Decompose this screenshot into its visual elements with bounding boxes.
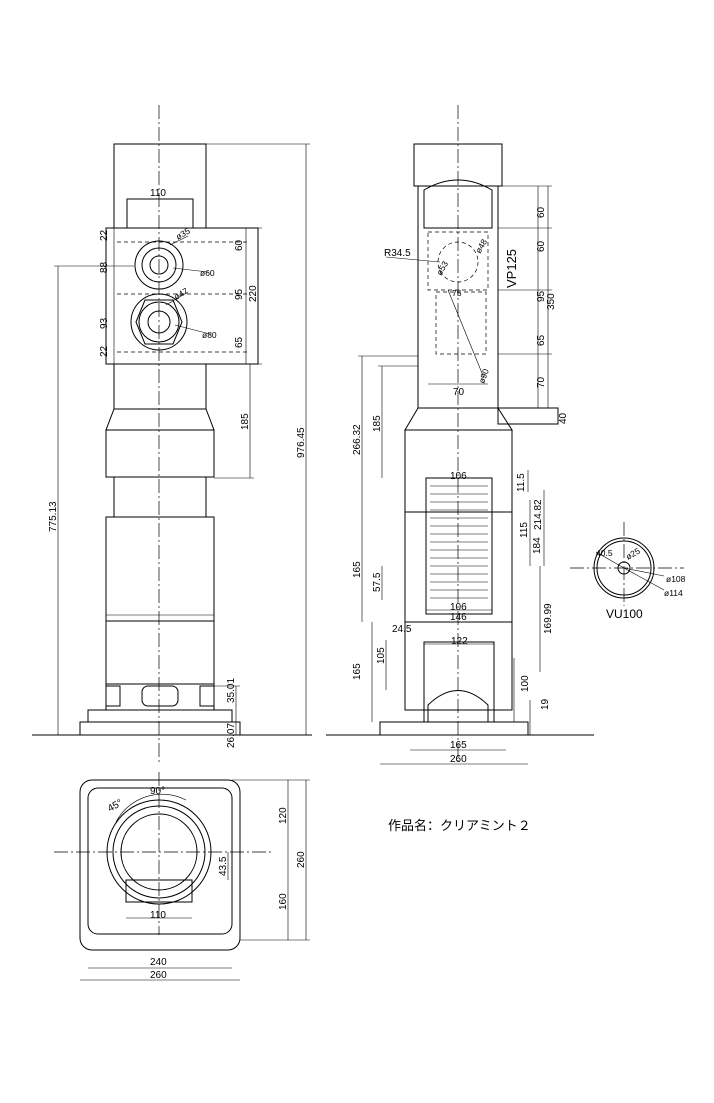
plan-110-dim: 110 bbox=[150, 910, 166, 921]
plan-120-dim: 120 bbox=[278, 807, 289, 824]
side-radius-dim: R34.5 bbox=[384, 248, 411, 259]
side-100-dim: 100 bbox=[520, 675, 531, 692]
front-88-dim: 88 bbox=[99, 261, 110, 273]
side-115-dim: 115 bbox=[519, 522, 530, 538]
side-185-dim: 185 bbox=[372, 415, 383, 432]
front-pipe-upper-label: ø60 bbox=[200, 268, 215, 278]
front-small-hole-b-label: ø47 bbox=[172, 286, 190, 302]
side-48-dim: ø48 bbox=[473, 237, 489, 255]
side-90-dim: ø90 bbox=[476, 367, 490, 384]
front-775-dim: 775.13 bbox=[48, 501, 59, 532]
side-65-dim: 65 bbox=[536, 334, 547, 346]
section-label: VU100 bbox=[606, 607, 643, 621]
plan-240-dim: 240 bbox=[150, 957, 167, 968]
side-11-dim: 11.5 bbox=[516, 473, 527, 492]
plan-45deg-dim: 45° bbox=[106, 798, 125, 815]
front-22b-dim: 22 bbox=[99, 345, 110, 357]
front-35-dim: 35.01 bbox=[226, 678, 237, 703]
plan-260v-dim: 260 bbox=[296, 851, 307, 868]
front-220-dim: 220 bbox=[248, 285, 259, 302]
side-75-dim: 75 bbox=[452, 288, 462, 298]
front-26-dim: 26.07 bbox=[226, 723, 237, 748]
side-184-dim: 184 bbox=[532, 537, 543, 554]
side-19-dim: 19 bbox=[540, 698, 551, 710]
side-70v-dim: 70 bbox=[536, 376, 547, 388]
side-95-dim: 95 bbox=[536, 290, 547, 302]
section-108-dim: ø108 bbox=[666, 574, 686, 584]
side-350-dim: 350 bbox=[546, 293, 557, 310]
front-60-dim: 60 bbox=[234, 239, 245, 251]
side-view bbox=[326, 105, 594, 765]
side-pipe-label: VP125 bbox=[504, 249, 519, 288]
side-260w-dim: 260 bbox=[450, 754, 467, 765]
side-122-dim: 122 bbox=[451, 636, 468, 647]
side-165a-dim: 165 bbox=[352, 561, 363, 578]
front-view bbox=[32, 105, 312, 765]
front-pipe-lower-label: ø80 bbox=[202, 330, 217, 340]
front-22a-dim: 22 bbox=[99, 229, 110, 241]
side-165b-dim: 165 bbox=[352, 663, 363, 680]
plan-43-dim: 43.5 bbox=[218, 856, 229, 876]
side-165w-dim: 165 bbox=[450, 740, 467, 751]
side-60a-dim: 60 bbox=[536, 206, 547, 218]
side-60b-dim: 60 bbox=[536, 240, 547, 252]
side-57-dim: 57.5 bbox=[372, 572, 383, 592]
side-70h-dim: 70 bbox=[453, 387, 465, 398]
section-view bbox=[570, 522, 684, 606]
side-146-dim: 146 bbox=[450, 612, 467, 623]
drawing-title: 作品名：クリアミント２ bbox=[388, 818, 531, 833]
plan-view bbox=[54, 772, 310, 981]
side-169-dim: 169.99 bbox=[543, 603, 554, 634]
front-93-dim: 93 bbox=[99, 317, 110, 329]
side-105-dim: 105 bbox=[376, 647, 387, 664]
plan-260h-dim: 260 bbox=[150, 970, 167, 981]
side-214-dim: 214.82 bbox=[533, 499, 544, 530]
section-40-dim: 40.5 bbox=[596, 548, 613, 558]
side-40-dim: 40 bbox=[558, 412, 569, 424]
section-25-dim: ø25 bbox=[624, 546, 642, 562]
plan-160-dim: 160 bbox=[278, 893, 289, 910]
side-266-dim: 266.32 bbox=[352, 424, 363, 455]
front-95-dim: 95 bbox=[234, 288, 245, 300]
front-65-dim: 65 bbox=[234, 336, 245, 348]
side-106b-dim: 106 bbox=[450, 602, 467, 613]
side-24-dim: 24.5 bbox=[392, 624, 412, 635]
front-top-width-dim: 110 bbox=[150, 188, 166, 199]
section-114-dim: ø114 bbox=[664, 588, 683, 598]
plan-90deg-dim: 90° bbox=[150, 786, 165, 797]
front-total-height-dim: 976.45 bbox=[296, 427, 307, 458]
side-106a-dim: 106 bbox=[450, 471, 467, 482]
front-185-dim: 185 bbox=[240, 413, 251, 430]
